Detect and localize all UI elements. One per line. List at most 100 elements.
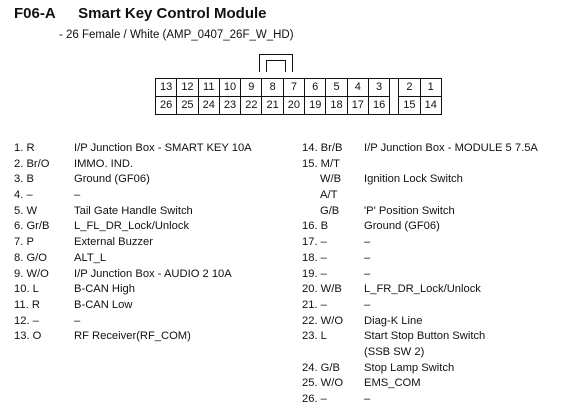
pin-list-item: 2. Br/O IMMO. IND. [14, 158, 294, 174]
module-name: Smart Key Control Module [78, 5, 267, 22]
pin-number: 1. R [14, 142, 35, 154]
connector-pin: 18 [325, 96, 348, 115]
pin-number: 11. R [14, 298, 40, 311]
pin-number: 24. G/B [302, 361, 340, 374]
pin-number: 17. – [302, 236, 327, 249]
pin-description: L_FR_DR_Lock/Unlock [364, 283, 481, 296]
pin-list-item: 17. – – [302, 236, 564, 252]
pin-list-item: 24. G/B Stop Lamp Switch [302, 362, 564, 378]
pin-number: 5. W [14, 204, 37, 217]
pin-description: I/P Junction Box - AUDIO 2 10A [74, 267, 232, 280]
pin-description: Diag-K Line [364, 314, 423, 327]
pin-list-item: (SSB SW 2) [302, 346, 564, 362]
pin-number: 15. M/T [302, 157, 340, 170]
pin-list-item: 22. W/O Diag-K Line [302, 315, 564, 331]
pin-list-item: 18. – – [302, 252, 564, 268]
pin-description: IMMO. IND. [74, 157, 134, 170]
pin-number: 9. W/O [14, 267, 49, 280]
pin-description: Ignition Lock Switch [364, 173, 463, 186]
pin-list-item: 4. – – [14, 189, 294, 205]
pin-description: B-CAN High [74, 283, 135, 296]
connector-pin: 19 [304, 96, 327, 115]
pin-number: 8. G/O [14, 251, 47, 264]
pin-description: – [364, 298, 371, 311]
connector-pin: 10 [218, 78, 242, 97]
pin-list-item: 14. Br/B I/P Junction Box - MODULE 5 7.5A [302, 142, 564, 158]
pin-number: 12. – [14, 314, 39, 327]
pin-number: 4. – [14, 189, 33, 202]
connector-pin: 21 [261, 96, 284, 115]
pin-number: 2. Br/O [14, 157, 50, 170]
pin-description: I/P Junction Box - MODULE 5 7.5A [364, 142, 538, 154]
pin-number: G/B [320, 204, 340, 217]
pin-number: 21. – [302, 298, 327, 311]
pin-description: – [364, 393, 371, 405]
pin-list-right: 14. Br/B I/P Junction Box - MODULE 5 7.5A… [302, 142, 564, 409]
connector-pin: 5 [325, 78, 348, 97]
pin-description: – [364, 236, 371, 249]
pin-description: – [74, 314, 81, 327]
connector-pin: 17 [346, 96, 369, 115]
pin-list-item: 23. L Start Stop Button Switch [302, 330, 564, 346]
pin-description: Start Stop Button Switch [364, 330, 486, 343]
connector-pin: 22 [240, 96, 263, 115]
pin-description: – [364, 251, 371, 264]
connector-pin: 9 [240, 78, 263, 97]
pin-description: Stop Lamp Switch [364, 361, 455, 374]
connector-pin: 12 [176, 78, 199, 97]
pin-description: ALT_L [74, 251, 107, 264]
connector-latch-tab [266, 60, 286, 72]
pin-number: 18. – [302, 251, 327, 264]
connector-spec: - 26 Female / White (AMP_0407_26F_W_HD) [59, 29, 294, 41]
connector-pin: 20 [282, 96, 306, 115]
pin-list-item: 20. W/B L_FR_DR_Lock/Unlock [302, 283, 564, 299]
connector-pin: 25 [176, 96, 199, 115]
pin-number: 20. W/B [302, 283, 342, 296]
page-title: F06-A Smart Key Control Module [14, 5, 267, 22]
pin-number: 26. – [302, 393, 327, 405]
pin-description: – [364, 267, 371, 280]
pin-number: A/T [320, 189, 338, 202]
pin-list-item: 13. O RF Receiver(RF_COM) [14, 330, 294, 346]
pin-description: Tail Gate Handle Switch [74, 204, 193, 217]
connector-pin: 7 [282, 78, 306, 97]
pin-list-item: 8. G/O ALT_L [14, 252, 294, 268]
pin-list-item: 9. W/O I/P Junction Box - AUDIO 2 10A [14, 268, 294, 284]
pin-description: B-CAN Low [74, 298, 133, 311]
pin-description: External Buzzer [74, 236, 153, 249]
pin-number: 14. Br/B [302, 142, 343, 154]
connector-latch [259, 54, 293, 72]
connector-pin: 16 [367, 96, 391, 115]
pin-list-item: 15. M/T [302, 158, 564, 174]
pin-list-item: G/B'P' Position Switch [302, 205, 564, 221]
pin-number: 7. P [14, 236, 34, 249]
pin-number: 22. W/O [302, 314, 344, 327]
pin-list-item: 11. R B-CAN Low [14, 299, 294, 315]
connector-pin: 13 [154, 78, 178, 97]
pin-description: – [74, 189, 81, 202]
connector-pin: 8 [261, 78, 284, 97]
connector-pin: 3 [367, 78, 391, 97]
pin-number: 16. B [302, 220, 329, 233]
pin-list-item: 5. W Tail Gate Handle Switch [14, 205, 294, 221]
pin-description: RF Receiver(RF_COM) [74, 330, 191, 343]
pin-number: 23. L [302, 330, 327, 343]
connector-pin: 11 [197, 78, 220, 97]
pin-number: 19. – [302, 267, 327, 280]
connector-pin: 23 [218, 96, 242, 115]
pin-number: 13. O [14, 330, 42, 343]
pin-description: L_FL_DR_Lock/Unlock [74, 220, 190, 233]
pin-description: (SSB SW 2) [364, 345, 425, 358]
pin-list-item: A/T [302, 189, 564, 205]
connector-pin: 6 [304, 78, 327, 97]
